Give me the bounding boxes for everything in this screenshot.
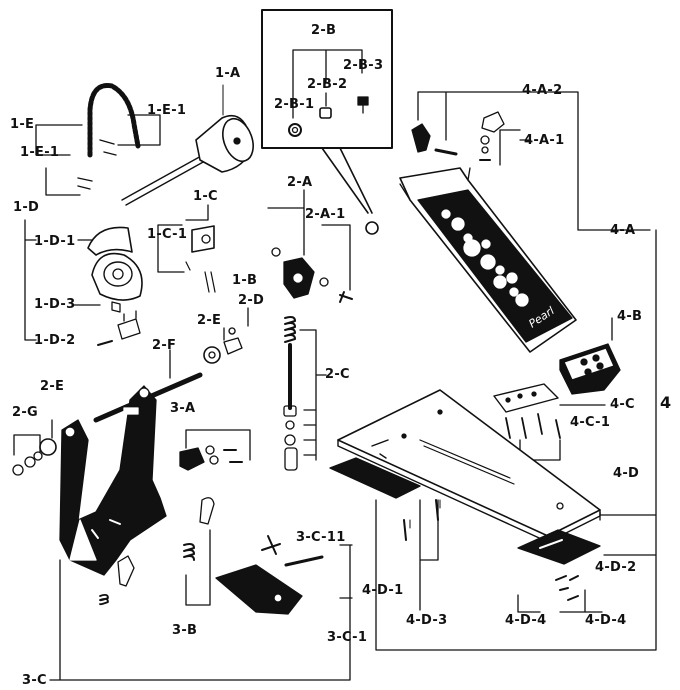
spring-assembly-2-C [283, 316, 327, 471]
label-1-B: 1-B [232, 273, 258, 288]
label-4-C: 4-C [610, 397, 635, 412]
label-4-B: 4-B [617, 309, 643, 324]
label-1-A: 1-A [215, 66, 241, 81]
label-1-C: 1-C [193, 189, 218, 204]
label-3-C: 3-C [22, 673, 47, 688]
label-1-D-2: 1-D-2 [34, 333, 76, 348]
spring-hook-2-A [267, 189, 379, 303]
label-4-A-1: 4-A-1 [524, 133, 565, 148]
label-1-E-1-right: 1-E-1 [147, 103, 187, 118]
label-3-C-11: 3-C-11 [296, 530, 346, 545]
label-2-B: 2-B [311, 23, 337, 38]
cam-1-D [24, 219, 143, 346]
label-2-F: 2-F [152, 338, 177, 353]
label-1-C-1: 1-C-1 [147, 227, 188, 242]
hinge-1-C [157, 204, 216, 293]
chain-1-E [35, 83, 161, 196]
label-1-E-1-left: 1-E-1 [20, 145, 60, 160]
label-2-E-left: 2-E [40, 379, 65, 394]
label-2-B-1: 2-B-1 [274, 97, 315, 112]
label-2-A-1: 2-A-1 [305, 207, 346, 222]
label-2-D: 2-D [238, 293, 265, 308]
frame-base [59, 385, 167, 606]
label-3-C-1: 3-C-1 [327, 630, 368, 645]
label-2-G: 2-G [12, 405, 39, 420]
label-4-A: 4-A [610, 223, 636, 238]
label-2-B-3: 2-B-3 [343, 58, 384, 73]
label-4-D-1: 4-D-1 [362, 583, 404, 598]
label-4-group: 4 [660, 393, 672, 412]
label-2-E-top: 2-E [197, 313, 222, 328]
label-4-C-1: 4-C-1 [570, 415, 611, 430]
label-4-D: 4-D [613, 466, 640, 481]
label-4-D-2: 4-D-2 [595, 560, 637, 575]
label-4-D-4-right: 4-D-4 [585, 613, 627, 628]
label-4-A-2: 4-A-2 [522, 83, 563, 98]
washers-2-G [12, 419, 57, 476]
label-3-B: 3-B [172, 623, 198, 638]
label-4-D-3: 4-D-3 [406, 613, 448, 628]
parts-4-B-4-C [493, 317, 621, 461]
baseplate-4-D [329, 229, 657, 651]
beater-1-A [121, 84, 254, 206]
label-1-D-3: 1-D-3 [34, 297, 76, 312]
label-4-D-4-left: 4-D-4 [505, 613, 547, 628]
label-2-A: 2-A [287, 175, 313, 190]
label-1-D: 1-D [13, 200, 40, 215]
label-1-E: 1-E [10, 117, 35, 132]
label-2-C: 2-C [325, 367, 350, 382]
heel-3-C [49, 535, 353, 681]
footboard-4-A [399, 91, 651, 353]
label-2-B-2: 2-B-2 [307, 77, 348, 92]
clamp-3-A-3-B [179, 429, 251, 606]
detail-inset-2-B [261, 9, 393, 214]
label-1-D-1: 1-D-1 [34, 234, 76, 249]
label-3-A: 3-A [170, 401, 196, 416]
